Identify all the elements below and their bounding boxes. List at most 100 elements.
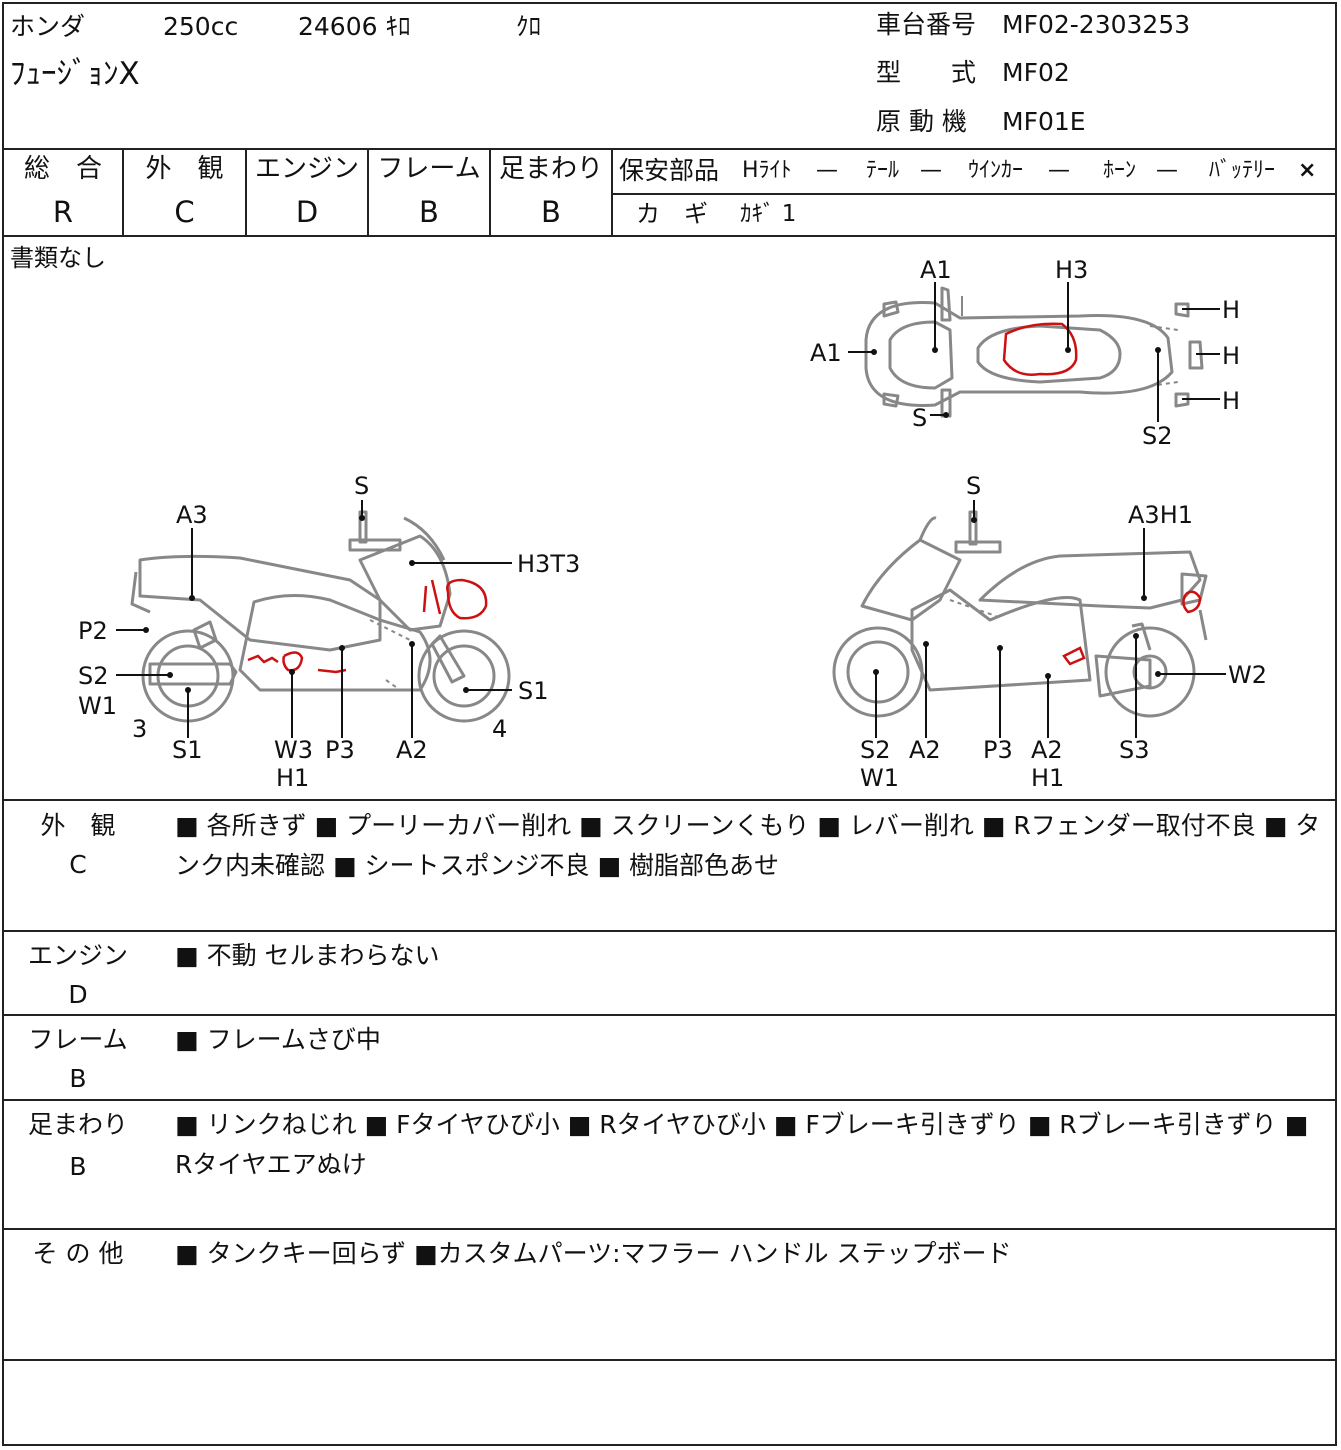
maker: ホンダ [10, 12, 86, 41]
safety-battery-name: ﾊﾞｯﾃﾘｰ [1209, 158, 1276, 183]
section-frame-grade: B [69, 1064, 87, 1093]
key-value: ｶｷﾞ 1 [740, 201, 797, 227]
grade-engine-value: D [295, 195, 319, 229]
grade-frame-label: フレーム [377, 154, 481, 184]
divider [2, 235, 1337, 237]
divider [2, 799, 1337, 801]
divider [245, 148, 247, 236]
diagram-label: S3 [1119, 736, 1150, 764]
section-frame-label: フレーム [28, 1025, 128, 1054]
grade-frame-value: B [419, 195, 439, 229]
diagram-label: S2 [78, 662, 109, 690]
divider [2, 1099, 1337, 1101]
grade-suspension-label: 足まわり [498, 154, 603, 184]
safety-headlight-name: Hﾗｲﾄ [742, 158, 792, 183]
left-view-scooter [130, 510, 511, 723]
diagram-label: A2 [909, 736, 941, 764]
top-view-scooter [864, 286, 1204, 418]
diagram-label: H3 [1055, 256, 1088, 284]
right-view-scooter [832, 510, 1208, 718]
diagram-label: S2 [1142, 422, 1173, 450]
safety-parts-label: 保安部品 [619, 156, 720, 185]
grade-suspension-value: B [541, 195, 561, 229]
diagram-label: H1 [276, 764, 309, 792]
right-view-leaders [875, 500, 1226, 738]
section-engine-text: ■ 不動 セルまわらない [175, 941, 440, 970]
diagram-label: H [1222, 296, 1240, 324]
grade-engine-label: エンジン [254, 154, 359, 184]
diagram-label: A2 [396, 736, 428, 764]
diagram-label: P3 [325, 736, 355, 764]
section-suspension-label: 足まわり [27, 1110, 128, 1139]
left-view-leaders [116, 500, 512, 738]
engine-label: 原 動 機 [876, 107, 967, 136]
section-exterior-grade: C [69, 850, 87, 879]
section-engine-grade: D [68, 980, 88, 1009]
engine-value: MF01E [1002, 107, 1086, 136]
safety-winker-mark: — [1048, 158, 1070, 183]
diagram-label: H [1222, 387, 1240, 415]
diagram-label: H3T3 [517, 550, 580, 578]
divider [2, 930, 1337, 932]
diagram-label: H [1222, 342, 1240, 370]
safety-tail-mark: — [920, 158, 942, 183]
model-name: ﾌｭｰｼﾞｮﾝX [10, 56, 140, 92]
divider [2, 148, 1337, 150]
diagram-label: A1 [920, 256, 952, 284]
diagram-label: A3 [176, 501, 208, 529]
diagram-label: W3 [274, 736, 313, 764]
divider [611, 148, 613, 236]
diagram-label: 4 [492, 715, 507, 743]
type-value: MF02 [1002, 58, 1070, 87]
right-view-dots [873, 517, 1161, 679]
diagram-label: S [912, 404, 927, 432]
safety-winker-name: ｳｲﾝｶｰ [968, 158, 1024, 183]
divider [2, 1359, 1337, 1361]
safety-horn-mark: — [1156, 158, 1178, 183]
section-suspension-grade: B [69, 1152, 87, 1181]
diagram-label: S [354, 472, 369, 500]
divider [122, 148, 124, 236]
diagram-label: S1 [172, 736, 203, 764]
safety-horn-name: ﾎｰﾝ [1103, 158, 1137, 183]
documents-note: 書類なし [10, 244, 106, 272]
section-engine-label: エンジン [27, 941, 128, 970]
chassis-label: 車台番号 [876, 10, 977, 39]
mileage: 24606 ｷﾛ [298, 12, 411, 41]
diagram-label: W2 [1228, 661, 1267, 689]
displacement: 250cc [163, 12, 239, 41]
diagram-label: W1 [78, 692, 117, 720]
diagram-labels: A1 H3 A1 S S2 H H H S A3 H3T3 P2 S2 W1 3… [78, 256, 1267, 792]
divider [367, 148, 369, 236]
color: ｸﾛ [516, 12, 542, 41]
diagram-label: P3 [983, 736, 1013, 764]
section-exterior-label: 外 観 [40, 811, 116, 840]
diagram-label: S1 [518, 677, 549, 705]
grade-exterior-value: C [174, 195, 195, 229]
chassis-value: MF02-2303253 [1002, 10, 1191, 39]
diagram-label: A1 [810, 339, 842, 367]
diagram-label: S [966, 472, 981, 500]
grade-exterior-label: 外 観 [145, 154, 224, 184]
top-view-dots [871, 347, 1161, 418]
diagram-label: A2 [1031, 736, 1063, 764]
safety-battery-mark: × [1298, 158, 1317, 183]
divider [489, 148, 491, 236]
key-label: カ ギ [636, 200, 708, 228]
type-label: 型 式 [876, 58, 977, 87]
diagram-label: W1 [860, 764, 899, 792]
diagram-label: A3H1 [1128, 501, 1193, 529]
divider [2, 1228, 1337, 1230]
diagram-label: H1 [1031, 764, 1064, 792]
diagram-label: 3 [132, 715, 147, 743]
divider [2, 1014, 1337, 1016]
grade-overall-label: 総 合 [23, 154, 102, 184]
right-damage-marks [1062, 590, 1202, 666]
diagram-label: P2 [78, 617, 108, 645]
section-exterior-text: ■ 各所きず ■ プーリーカバー削れ ■ スクリーンくもり ■ レバー削れ ■ … [175, 811, 1321, 880]
section-suspension-text: ■ リンクねじれ ■ Fタイヤひび小 ■ Rタイヤひび小 ■ Fブレーキ引きずり… [175, 1110, 1309, 1179]
section-frame-text: ■ フレームさび中 [175, 1025, 381, 1054]
grade-overall-value: R [52, 195, 74, 229]
scooter-diagram: A1 H3 A1 S S2 H H H S A3 H3T3 P2 S2 W1 3… [78, 256, 1267, 792]
